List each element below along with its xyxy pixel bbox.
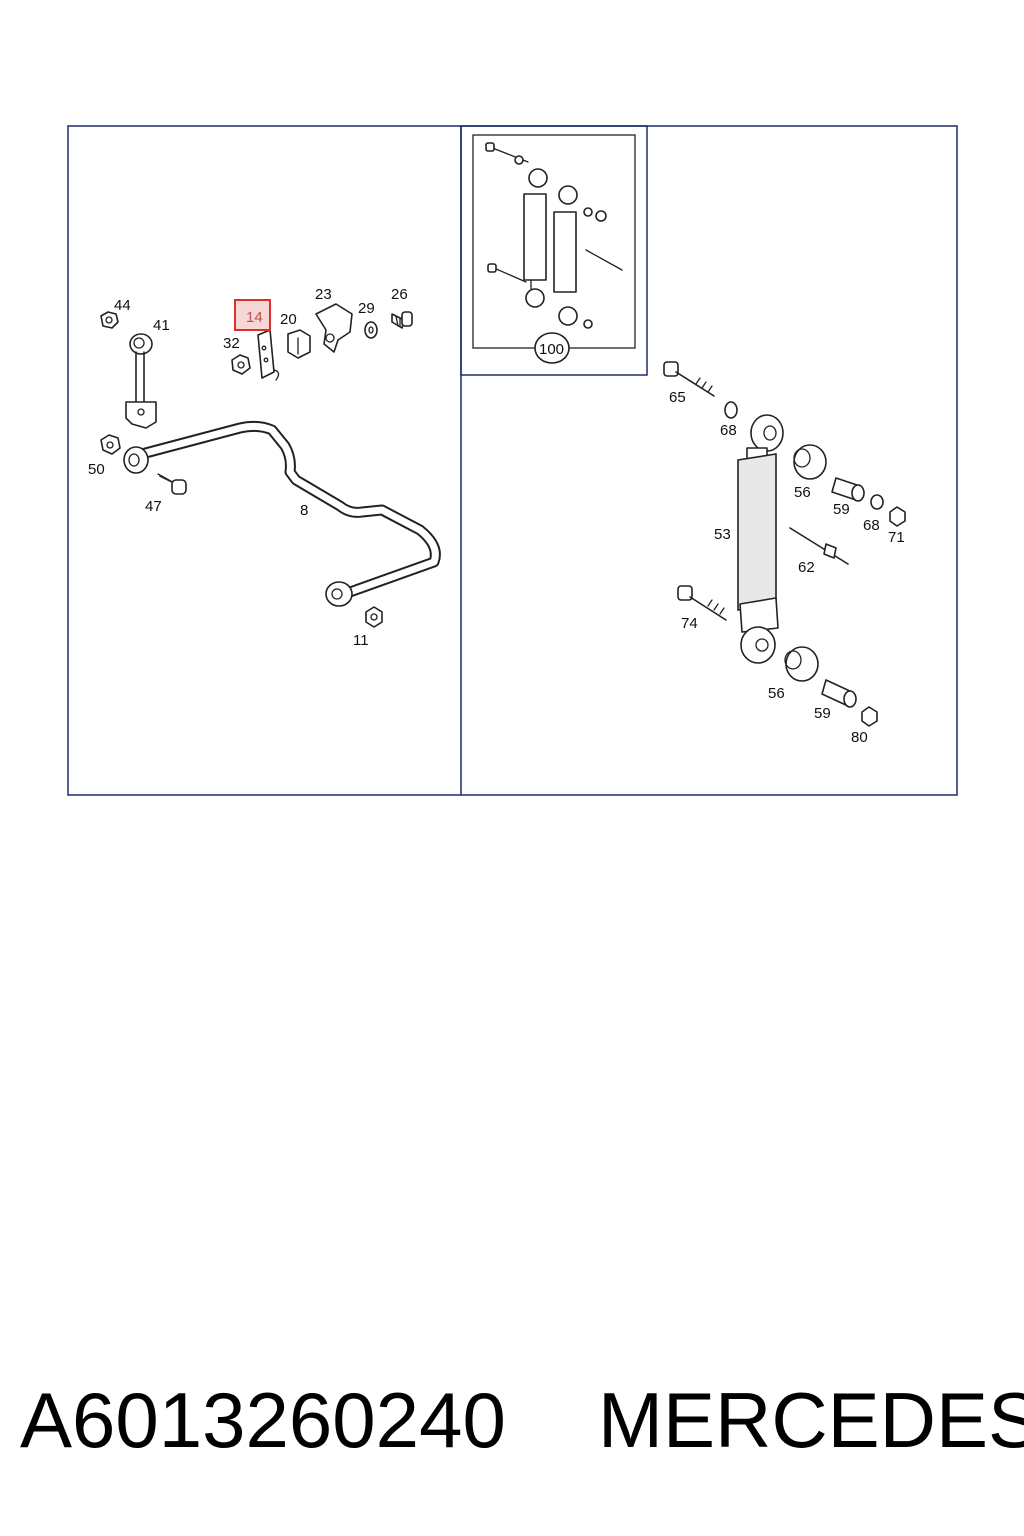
callout-14[interactable]: 14 [246, 309, 263, 326]
part-74-bolt[interactable] [677, 585, 727, 621]
part-56-bushing-upper[interactable] [793, 444, 827, 480]
part-11-nut[interactable] [365, 606, 383, 628]
callout-80: 80 [851, 729, 868, 746]
part-29-washer[interactable] [364, 321, 378, 339]
part-68-washer-lower[interactable] [870, 494, 884, 510]
callout-20: 20 [280, 311, 297, 328]
part-59-sleeve-upper[interactable] [831, 477, 865, 502]
callout-56-lower: 56 [768, 685, 785, 702]
callout-labels: 44 41 14 20 23 29 26 32 50 47 8 11 100 6… [88, 286, 905, 746]
callout-56-upper: 56 [794, 484, 811, 501]
part-number: A6013260240 [20, 1376, 506, 1464]
callout-53: 53 [714, 526, 731, 543]
callout-26: 26 [391, 286, 408, 303]
callout-44: 44 [114, 297, 131, 314]
footer: A6013260240 MERCEDES [0, 1370, 1024, 1470]
callout-59-upper: 59 [833, 501, 850, 518]
callout-71: 71 [888, 529, 905, 546]
part-41-link-rod[interactable] [125, 333, 157, 429]
part-47-bolt[interactable] [157, 473, 187, 495]
callout-68-lower: 68 [863, 517, 880, 534]
callout-50: 50 [88, 461, 105, 478]
callout-8: 8 [300, 502, 308, 519]
part-62-stud[interactable] [789, 527, 849, 565]
part-50-nut[interactable] [100, 434, 121, 455]
part-68-washer-upper[interactable] [724, 401, 738, 419]
part-44-nut[interactable] [100, 311, 119, 329]
callout-65: 65 [669, 389, 686, 406]
inset-shock-set[interactable] [485, 142, 623, 364]
part-20-bushing[interactable] [287, 329, 311, 359]
part-65-bolt[interactable] [663, 361, 715, 397]
part-32-nut[interactable] [231, 354, 251, 375]
callout-68-upper: 68 [720, 422, 737, 439]
part-26-bolt[interactable] [391, 311, 413, 329]
highlight-box-14 [234, 299, 271, 331]
part-8-stabilizer-bar[interactable] [123, 420, 441, 607]
part-71-nut[interactable] [889, 506, 906, 527]
part-80-nut[interactable] [861, 706, 878, 727]
callout-62: 62 [798, 559, 815, 576]
callout-29: 29 [358, 300, 375, 317]
callout-41: 41 [153, 317, 170, 334]
callout-74: 74 [681, 615, 698, 632]
callout-23: 23 [315, 286, 332, 303]
callout-32: 32 [223, 335, 240, 352]
callout-47: 47 [145, 498, 162, 515]
part-14-bracket[interactable] [257, 329, 280, 381]
part-59-sleeve-lower[interactable] [821, 679, 857, 708]
callout-11: 11 [353, 632, 369, 649]
callout-100: 100 [539, 341, 564, 358]
part-53-shock-absorber[interactable] [737, 414, 784, 664]
parts-diagram: 44 41 14 20 23 29 26 32 50 47 8 11 100 6… [67, 125, 958, 796]
callout-59-lower: 59 [814, 705, 831, 722]
inset-frame [460, 125, 648, 376]
brand-name: MERCEDES [598, 1376, 1024, 1464]
part-23-clamp[interactable] [315, 303, 353, 353]
part-56-bushing-lower[interactable] [784, 646, 819, 682]
